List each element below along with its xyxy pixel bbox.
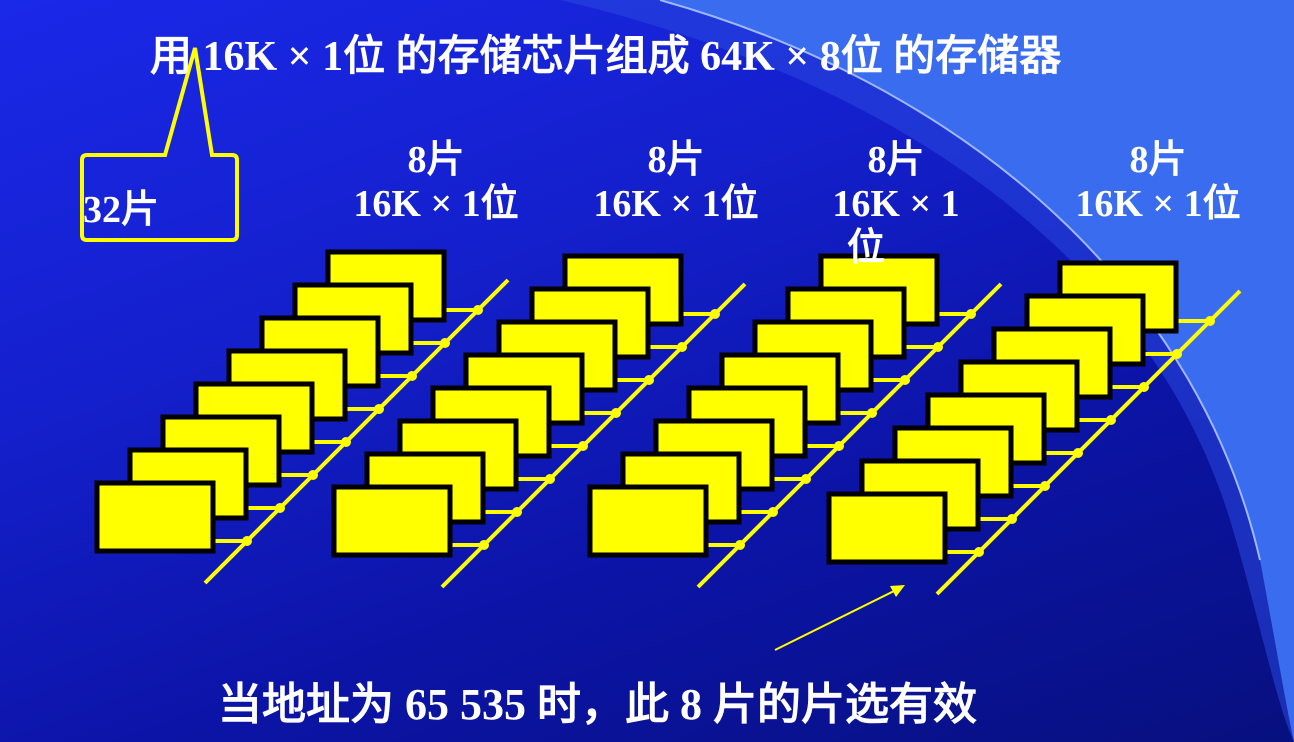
- junction-dot: [611, 408, 621, 418]
- junction-dot: [407, 371, 417, 381]
- background-curve-highlight: [659, 0, 1261, 561]
- chip-stack-3: [587, 253, 1003, 589]
- group-count: 8片: [647, 139, 705, 181]
- group-spec: 16K × 1位: [1075, 183, 1241, 225]
- junction-dot: [1139, 382, 1149, 392]
- junction-dot: [974, 547, 984, 557]
- junction-dot: [900, 375, 910, 385]
- arrow-head: [890, 585, 905, 597]
- memory-chip: [94, 480, 216, 554]
- memory-chip: [826, 491, 948, 565]
- junction-dot: [867, 408, 877, 418]
- callout-box: [80, 47, 239, 242]
- bus-line: [935, 289, 1242, 596]
- junction-dot: [966, 309, 976, 319]
- junction-dot: [834, 441, 844, 451]
- group-spec-wrap: 位: [846, 227, 885, 269]
- group-spec: 16K × 1位: [353, 183, 519, 225]
- junction-dot: [735, 540, 745, 550]
- junction-dot: [545, 474, 555, 484]
- junction-dot: [275, 503, 285, 513]
- group-label-1: 8片 16K × 1位: [316, 138, 556, 226]
- junction-dot: [710, 309, 720, 319]
- junction-dot: [1172, 349, 1182, 359]
- group-label-2: 8片 16K × 1位: [556, 138, 796, 226]
- junction-dot: [1040, 481, 1050, 491]
- background-curve-inner: [660, 0, 1294, 742]
- junction-dot: [242, 536, 252, 546]
- chip-stack-4: [826, 260, 1242, 596]
- bus-line: [696, 282, 1003, 589]
- group-spec: 16K × 1: [832, 183, 960, 225]
- group-label-4: 8片 16K × 1位: [1038, 138, 1278, 226]
- group-count: 8片: [407, 139, 465, 181]
- memory-chip: [587, 484, 709, 558]
- junction-dot: [341, 437, 351, 447]
- bottom-note: 当地址为 65 535 时，此 8 片的片选有效: [218, 680, 977, 729]
- junction-dot: [1073, 448, 1083, 458]
- chip-stack-2: [331, 253, 747, 589]
- bus-line: [203, 278, 510, 585]
- junction-dot: [677, 342, 687, 352]
- junction-dot: [1007, 514, 1017, 524]
- junction-dot: [479, 540, 489, 550]
- junction-dot: [374, 404, 384, 414]
- junction-dot: [578, 441, 588, 451]
- group-label-3: 8片 16K × 1 位: [776, 138, 1016, 270]
- junction-dot: [512, 507, 522, 517]
- memory-chip: [331, 484, 453, 558]
- arrow-line: [774, 587, 901, 651]
- group-count: 8片: [1129, 139, 1187, 181]
- junction-dot: [1106, 415, 1116, 425]
- bus-line: [440, 282, 747, 589]
- junction-dot: [768, 507, 778, 517]
- junction-dot: [473, 305, 483, 315]
- slide-title: 用 16K × 1位 的存储芯片组成 64K × 8位 的存储器: [150, 34, 1062, 80]
- callout-label: 32片: [83, 189, 160, 231]
- junction-dot: [801, 474, 811, 484]
- junction-dot: [1205, 316, 1215, 326]
- group-spec: 16K × 1位: [593, 183, 759, 225]
- junction-dot: [440, 338, 450, 348]
- chip-stack-1: [94, 249, 510, 585]
- group-count: 8片: [867, 139, 925, 181]
- junction-dot: [933, 342, 943, 352]
- junction-dot: [644, 375, 654, 385]
- junction-dot: [308, 470, 318, 480]
